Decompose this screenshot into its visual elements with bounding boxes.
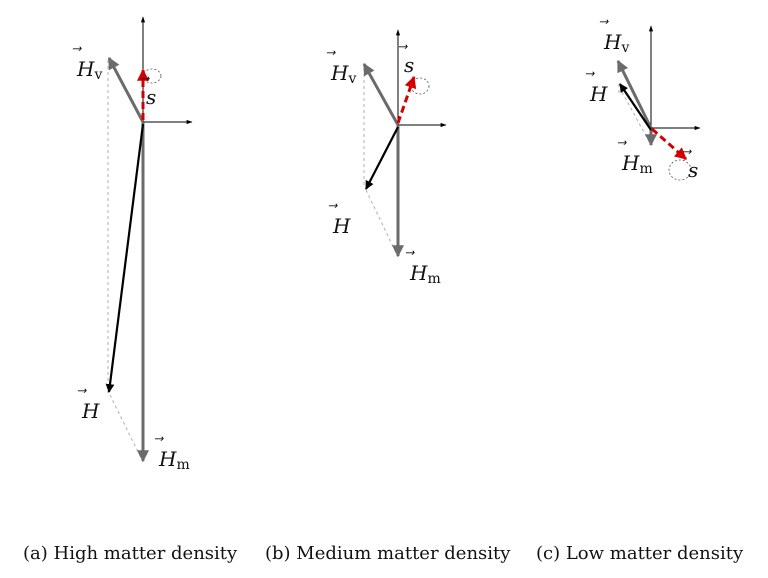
panel-c-hm-label: Hm	[621, 151, 653, 177]
panel-a-projection-line	[109, 394, 144, 463]
panel-c-s-arrow	[651, 127, 687, 161]
panel-a-hm-label: Hm	[158, 447, 190, 473]
panel-a-hv-arrow-mark: ⃗	[72, 46, 82, 51]
panel-c-h-arrow-mark: ⃗	[585, 71, 595, 76]
caption-panel-b: (b) Medium matter density	[265, 543, 511, 564]
panel-b-projection-line	[365, 189, 399, 258]
panel-b-hv-arrow	[362, 62, 400, 126]
panel-c-h-arrow	[619, 83, 652, 131]
caption-panel-a: (a) High matter density	[23, 543, 238, 564]
panel-c-s-label: s	[688, 158, 698, 182]
panel-b-medium-density: Hv ⃗ s ⃗ H ⃗ Hm ⃗	[326, 29, 447, 287]
panel-a-hm-arrow-mark: ⃗	[154, 436, 164, 441]
panel-b-h-arrow	[365, 126, 399, 190]
panel-a-s-label: s	[146, 85, 156, 109]
panel-a-h-arrow	[105, 123, 145, 393]
panel-c-precession-orbit	[668, 159, 692, 181]
panel-a-h-label: H	[81, 399, 100, 423]
panel-a-hv-label: Hv	[76, 57, 102, 83]
panel-c-hm-arrow-mark: ⃗	[617, 140, 627, 145]
caption-panel-c: (c) Low matter density	[536, 543, 744, 564]
panel-c-low-density: Hv ⃗ H ⃗ Hm ⃗ s ⃗	[585, 19, 701, 182]
panel-a-precession-orbit	[142, 68, 162, 84]
panel-c-hv-arrow	[616, 59, 653, 129]
panel-b-hv-label: Hv	[330, 61, 356, 87]
panel-c-hv-arrow-mark: ⃗	[599, 19, 609, 24]
panel-b-hv-arrow-mark: ⃗	[326, 50, 336, 55]
panel-b-precession-orbit	[410, 77, 430, 95]
panel-c-h-label: H	[589, 82, 608, 106]
panel-a-hv-arrow	[107, 56, 145, 123]
panel-c-s-arrow-mark: ⃗	[682, 149, 692, 154]
panel-b-hm-label: Hm	[409, 261, 441, 287]
panel-b-s-arrow-mark: ⃗	[398, 44, 408, 49]
panel-b-hm-arrow-mark: ⃗	[405, 250, 415, 255]
panel-b-s-arrow	[396, 75, 417, 124]
panel-b-h-label: H	[332, 214, 351, 238]
panel-a-high-density: Hv ⃗ s ⃗ H ⃗ Hm ⃗	[72, 16, 193, 473]
panel-b-h-arrow-mark: ⃗	[328, 203, 338, 208]
panel-b-s-label: s	[404, 53, 414, 77]
panel-a-h-arrow-mark: ⃗	[77, 388, 87, 393]
panel-c-hv-label: Hv	[603, 30, 629, 56]
